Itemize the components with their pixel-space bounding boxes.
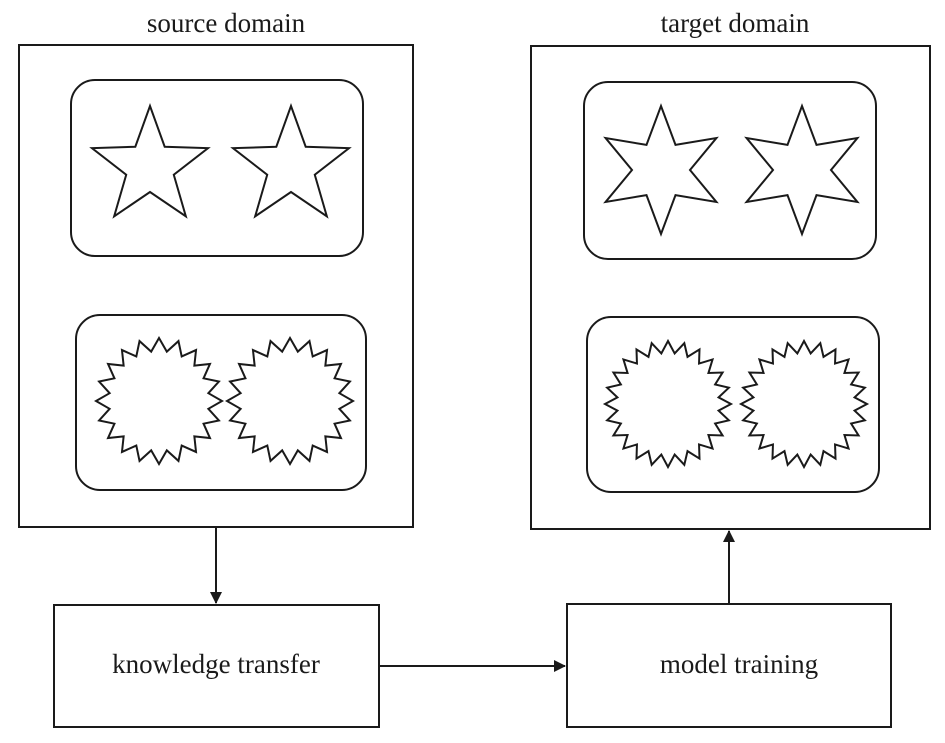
five-point-star-icon <box>89 103 211 219</box>
six-point-star-icon <box>744 103 860 237</box>
sunburst-icon <box>224 335 356 467</box>
six-point-star-icon <box>603 103 719 237</box>
five-point-star-icon <box>230 103 352 219</box>
model-training-box <box>566 603 892 728</box>
sunburst-icon <box>602 338 734 470</box>
sunburst-icon <box>738 338 870 470</box>
sunburst-icon <box>93 335 225 467</box>
model-training-label: model training <box>660 649 818 679</box>
source-domain-title: source domain <box>147 8 306 38</box>
target-domain-title: target domain <box>661 8 810 38</box>
knowledge-transfer-label: knowledge transfer <box>112 649 320 679</box>
knowledge-transfer-box <box>53 604 380 728</box>
